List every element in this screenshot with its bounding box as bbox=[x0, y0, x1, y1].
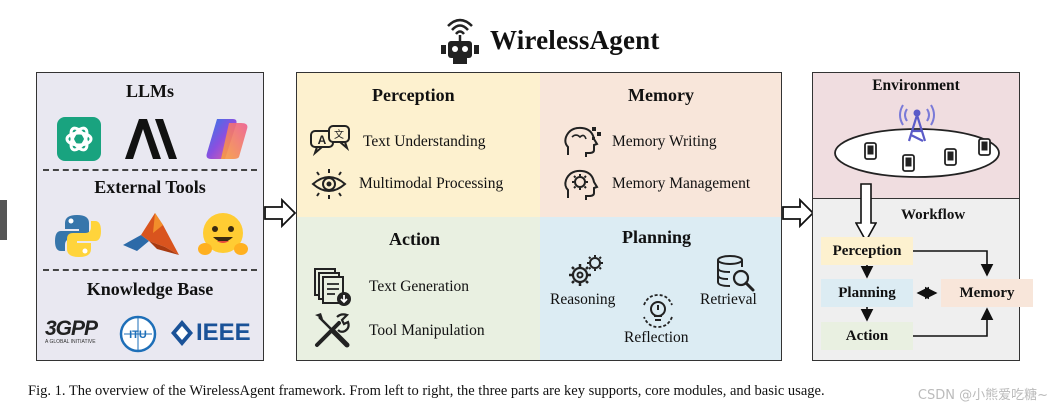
reasoning-label: Reasoning bbox=[550, 291, 616, 308]
page-title: WirelessAgent bbox=[490, 24, 660, 55]
ieee-diamond-icon bbox=[171, 320, 193, 346]
chatgpt-logo-icon bbox=[57, 117, 101, 161]
eye-chip-icon bbox=[311, 169, 347, 199]
basic-usage-panel: Environment Workflow Perception Planning… bbox=[812, 72, 1033, 361]
matlab-logo-icon bbox=[123, 213, 179, 255]
environment-title: Environment bbox=[872, 77, 960, 94]
divider-2 bbox=[43, 269, 257, 271]
external-tools-heading: External Tools bbox=[94, 177, 206, 197]
figure-caption: Fig. 1. The overview of the WirelessAgen… bbox=[28, 383, 825, 399]
workflow-action-box: Action bbox=[821, 322, 913, 350]
svg-text:文: 文 bbox=[334, 128, 344, 141]
reflection-label: Reflection bbox=[624, 329, 689, 346]
divider-1 bbox=[43, 169, 257, 171]
planning-module: Planning Reasoning Reflection Retrieval bbox=[540, 217, 781, 360]
itu-logo-icon: ITU bbox=[119, 315, 157, 353]
copilot-logo-icon bbox=[206, 119, 248, 159]
planning-title: Planning bbox=[622, 227, 692, 247]
llms-heading: LLMs bbox=[125, 81, 174, 101]
watermark: CSDN @小熊爱吃糖~ bbox=[917, 388, 1048, 403]
translate-chat-icon: A 文 bbox=[310, 125, 350, 157]
anthropic-logo-icon bbox=[125, 119, 177, 159]
memory-title: Memory bbox=[628, 85, 694, 105]
workflow-memory-box: Memory bbox=[941, 279, 1033, 307]
title-group: WirelessAgent bbox=[436, 14, 660, 66]
text-understanding-item: A 文 Text Understanding bbox=[309, 125, 485, 159]
memory-management-item: Memory Management bbox=[562, 167, 750, 201]
gears-icon bbox=[569, 255, 603, 286]
workflow-planning-box: Planning bbox=[821, 279, 913, 307]
huggingface-logo-icon bbox=[198, 213, 248, 255]
environment-section: Environment bbox=[813, 73, 1019, 199]
core-modules-panel: Perception A 文 Text Understanding Multim… bbox=[296, 72, 782, 361]
arrow-right-icon bbox=[264, 198, 296, 228]
database-search-icon bbox=[717, 255, 755, 292]
memory-writing-item: Memory Writing bbox=[562, 125, 717, 159]
head-gear-icon bbox=[564, 169, 599, 200]
workflow-connectors bbox=[860, 250, 994, 337]
arrow-right-icon bbox=[782, 198, 814, 228]
perception-title: Perception bbox=[372, 85, 455, 105]
robot-antenna-icon bbox=[441, 18, 479, 64]
ieee-logo: IEEE bbox=[171, 319, 251, 347]
knowledge-base-heading: Knowledge Base bbox=[86, 279, 214, 299]
key-supports-panel: LLMs External Tools bbox=[36, 72, 264, 361]
python-logo-icon bbox=[55, 215, 101, 257]
3gpp-logo-icon: 3GPP A GLOBAL INITIATIVE bbox=[45, 317, 98, 345]
multimodal-processing-item: Multimodal Processing bbox=[309, 167, 503, 201]
bulb-cycle-icon bbox=[643, 294, 673, 328]
workflow-perception-box: Perception bbox=[821, 237, 913, 265]
cell-environment-illustration bbox=[834, 104, 1000, 178]
brain-head-icon bbox=[564, 126, 601, 157]
tool-manipulation-item: Tool Manipulation bbox=[311, 311, 485, 351]
left-edge-bar bbox=[0, 200, 7, 240]
action-title: Action bbox=[389, 229, 440, 249]
arrow-down-icon bbox=[855, 183, 877, 243]
cell-tower-icon bbox=[899, 104, 935, 142]
documents-download-icon bbox=[314, 268, 351, 306]
workflow-title: Workflow bbox=[901, 207, 966, 223]
perception-module: Perception A 文 Text Understanding Multim… bbox=[297, 73, 540, 217]
memory-module: Memory Memory Writing Memory Management bbox=[540, 73, 781, 217]
retrieval-label: Retrieval bbox=[700, 291, 757, 308]
action-module: Action Text Generation Tool Manipulation bbox=[297, 217, 540, 360]
text-generation-item: Text Generation bbox=[311, 267, 469, 307]
svg-text:ITU: ITU bbox=[129, 329, 147, 341]
wrench-screwdriver-icon bbox=[315, 313, 350, 348]
svg-text:A: A bbox=[318, 133, 327, 147]
